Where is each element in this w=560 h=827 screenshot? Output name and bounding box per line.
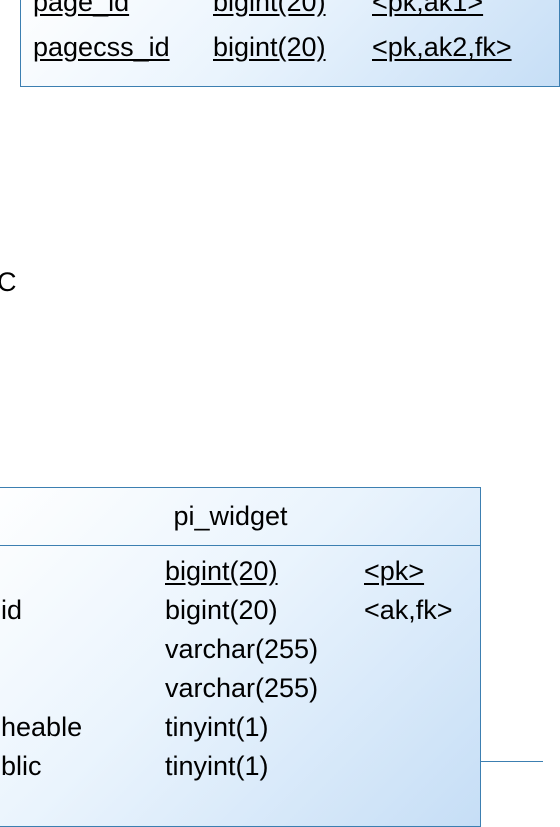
relationship-connector[interactable]	[481, 761, 543, 762]
column-type-row-1: bigint(20)	[165, 556, 278, 586]
column-name-row-2: id	[1, 595, 23, 625]
column-name-row-6: blic	[1, 751, 42, 781]
column-keys-row-1: <pk>	[364, 556, 425, 586]
column-type-pagecss-id: bigint(20)	[213, 32, 326, 62]
column-type-row-3: varchar(255)	[165, 634, 319, 664]
column-type-row-4: varchar(255)	[165, 673, 319, 703]
column-type-row-5: tinyint(1)	[165, 712, 269, 742]
entity-table-pi-widget[interactable]: pi_widget bigint(20) <pk> id bigint(20) …	[0, 487, 481, 827]
column-type-row-2: bigint(20)	[165, 595, 278, 625]
entity-title: pi_widget	[173, 501, 288, 531]
column-name-page-id: page_id	[33, 0, 130, 17]
column-keys-page-id: <pk,ak1>	[372, 0, 484, 17]
partial-label: C	[0, 267, 17, 297]
entity-header: pi_widget	[0, 488, 480, 546]
column-name-row-5: heable	[1, 712, 83, 742]
column-keys-pagecss-id: <pk,ak2,fk>	[372, 32, 512, 62]
column-type-page-id: bigint(20)	[213, 0, 326, 17]
column-keys-row-2: <ak,fk>	[364, 595, 453, 625]
entity-table-top[interactable]: page_id bigint(20) <pk,ak1> pagecss_id b…	[20, 0, 560, 87]
column-name-pagecss-id: pagecss_id	[33, 32, 170, 62]
column-type-row-6: tinyint(1)	[165, 751, 269, 781]
